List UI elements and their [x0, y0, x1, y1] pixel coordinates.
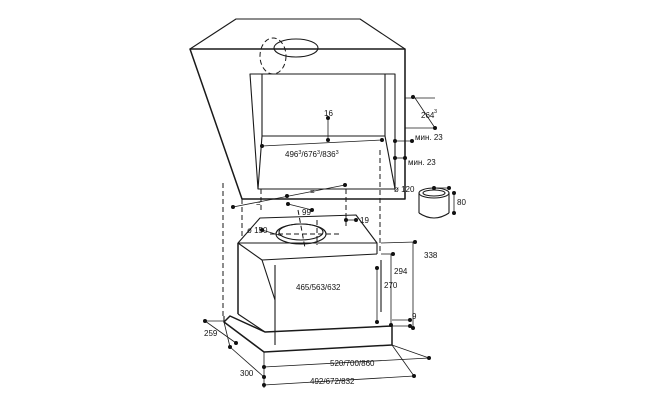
outlet-diameter-label: ø 150 — [247, 226, 268, 235]
height-body-label: 294 — [394, 267, 408, 276]
dimension-lines — [204, 94, 455, 388]
projection-lines — [222, 150, 381, 318]
wall-cabinet — [189, 18, 406, 200]
pitch-label: = — [256, 199, 261, 208]
inner-width-label: 492/672/832 — [310, 377, 355, 386]
min-gap-2-label: мин. 23 — [408, 158, 436, 167]
outlet-rear-label: 19 — [360, 216, 369, 225]
adapter-height-label: 80 — [457, 198, 466, 207]
clear-width-label: 4963/6763/8363 — [285, 150, 339, 159]
lip-label: 9 — [412, 312, 417, 321]
dimension-labels: 264 3 16 4963/6763/8363 мин. 23 мин. 23 … — [204, 109, 466, 386]
duct-hole-icon — [273, 38, 319, 58]
height-lower-label: 270 — [384, 281, 398, 290]
cab-depth-sup: 3 — [434, 109, 437, 115]
top-width-label: 465/563/632 — [296, 283, 341, 292]
dimension-dots — [203, 95, 456, 387]
adapter-diameter-label: ø 120 — [394, 185, 415, 194]
cab-depth-label: 264 — [421, 111, 435, 120]
height-total-label: 338 — [424, 251, 438, 260]
duct-adapter — [418, 187, 450, 219]
pitch-2-label: = — [310, 187, 315, 196]
bottom-depth-label: 300 — [240, 369, 254, 378]
min-gap-1-label: мин. 23 — [415, 133, 443, 142]
outer-width-label: 520/700/860 — [330, 359, 375, 368]
outlet-offset-label: 99 — [302, 208, 311, 217]
side-depth-label: 259 — [204, 329, 218, 338]
shelf-gap-label: 16 — [324, 109, 333, 118]
